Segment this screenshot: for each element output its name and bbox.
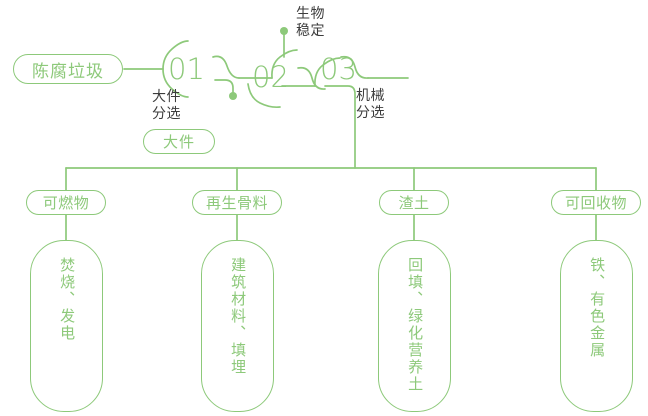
stage-label-01: 大件 分选 xyxy=(152,89,181,123)
stage-number-02[interactable]: 02 xyxy=(252,60,289,94)
arc-02-upper xyxy=(271,49,298,79)
outcome-box-3-text: 铁、有色金属 xyxy=(588,257,607,359)
outcome-box-0[interactable]: 焚烧、发电 xyxy=(30,240,103,412)
arc-01-upper xyxy=(162,40,189,70)
node-bulky-output-label: 大件 xyxy=(162,133,195,151)
node-start-label: 陈腐垃圾 xyxy=(32,61,104,82)
arc-02-lower xyxy=(247,83,281,109)
wire-01-to-bulky-label xyxy=(214,79,234,94)
outcome-box-2[interactable]: 回填、绿化营养土 xyxy=(378,240,451,412)
category-pill-1-label: 再生骨料 xyxy=(205,194,268,212)
dot-bulky-label xyxy=(229,92,237,100)
outcome-box-0-text: 焚烧、发电 xyxy=(58,257,77,342)
stage-label-03: 机械 分选 xyxy=(356,88,385,122)
outcome-box-3[interactable]: 铁、有色金属 xyxy=(560,240,633,412)
arc-01-lower-left xyxy=(162,68,189,98)
category-pill-2[interactable]: 渣土 xyxy=(379,190,449,215)
wire-03-trunk xyxy=(324,85,356,169)
stage-number-03[interactable]: 03 xyxy=(320,52,357,86)
arc-03-right xyxy=(340,55,369,79)
category-pill-3[interactable]: 可回收物 xyxy=(551,190,641,215)
outcome-box-2-text: 回填、绿化营养土 xyxy=(406,257,425,393)
category-pill-3-label: 可回收物 xyxy=(564,194,627,212)
category-pill-1[interactable]: 再生骨料 xyxy=(192,190,282,215)
stage-label-02: 生物 稳定 xyxy=(296,6,325,40)
outcome-box-1[interactable]: 建筑材料、填埋 xyxy=(201,240,274,412)
category-pill-0-label: 可燃物 xyxy=(42,194,90,212)
arc-01-upper-right xyxy=(212,55,240,79)
node-bulky-output[interactable]: 大件 xyxy=(143,129,215,154)
arc-03-upper xyxy=(314,57,341,87)
dot-bio-label xyxy=(280,27,288,35)
category-pill-2-label: 渣土 xyxy=(398,194,430,212)
stage-number-01[interactable]: 01 xyxy=(168,52,205,86)
arc-02-right xyxy=(297,66,326,90)
node-start[interactable]: 陈腐垃圾 xyxy=(13,54,123,84)
category-pill-0[interactable]: 可燃物 xyxy=(26,190,106,215)
outcome-box-1-text: 建筑材料、填埋 xyxy=(229,257,248,376)
